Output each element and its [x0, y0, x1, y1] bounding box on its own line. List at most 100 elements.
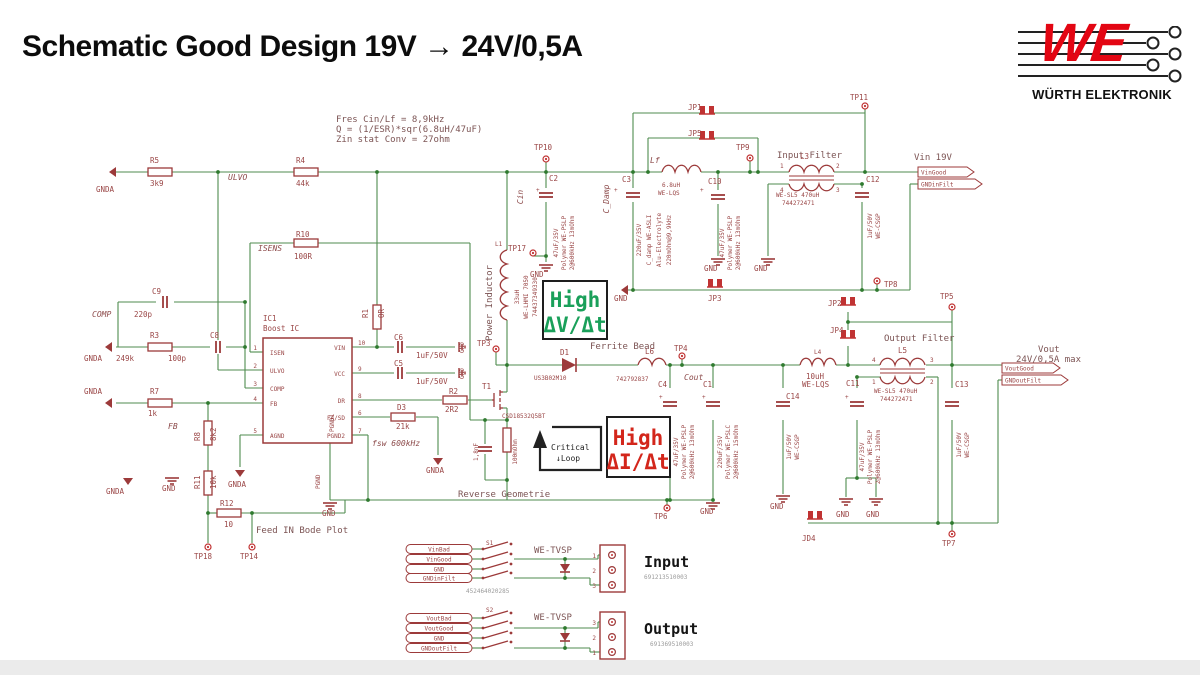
schematic-label: 2@600kHz 13mOhm: [689, 425, 696, 480]
junction: [243, 345, 247, 349]
mask: [395, 366, 405, 380]
schematic-label: R5: [150, 156, 159, 165]
schematic-label: GNDA: [228, 480, 247, 489]
schematic-label: 74437349330: [532, 277, 539, 317]
schematic-label: R8: [193, 431, 202, 441]
jumper-pad: [841, 330, 846, 338]
testpoint-dot: [665, 506, 669, 510]
schematic-label: Polymer WE-PSLP: [561, 216, 568, 271]
junction: [206, 401, 210, 405]
connector-pad-dot: [611, 636, 613, 638]
junction: [563, 626, 567, 630]
schematic-label: Power Inductor: [485, 264, 495, 340]
jumper-pad: [709, 106, 714, 114]
junction: [563, 576, 567, 580]
schematic-label: 1: [780, 163, 784, 170]
wuerth-logo: WE WÜRTH ELEKTRONIK: [1016, 13, 1188, 102]
schematic-label: Output: [644, 620, 698, 638]
schematic-label: COMP: [270, 386, 285, 393]
gnda: [105, 398, 112, 408]
schematic-label: C3: [622, 175, 631, 184]
schematic-label: 3: [592, 583, 596, 590]
schematic-label: WE-LHMI 7050: [523, 275, 530, 319]
testpoint-dot: [875, 279, 879, 283]
junction: [756, 170, 760, 174]
net-flag: [405, 633, 473, 643]
schematic-label: 1k: [148, 409, 158, 418]
schematic-label: 47uF/35V: [859, 442, 866, 471]
schematic-label: C_Damp: [602, 184, 611, 213]
schematic-label: 100R: [294, 252, 313, 261]
detail: [483, 640, 509, 649]
gnda: [105, 342, 112, 352]
contact-dot: [481, 547, 485, 551]
junction: [748, 170, 752, 174]
junction: [855, 375, 859, 379]
schematic-label: 1uF/50V: [416, 351, 448, 360]
schematic-label: 220mOhm@9,9kHz: [666, 214, 673, 265]
net-flag: [405, 554, 473, 564]
schematic-label: 220uF/35V: [717, 435, 724, 468]
net-flag-label: GND: [434, 635, 445, 642]
contact-dot: [481, 616, 485, 620]
schematic-label: VIN: [334, 345, 345, 352]
schematic-label: 1: [592, 553, 596, 560]
schematic-label: C6: [394, 333, 404, 342]
schematic-label: 4: [253, 396, 257, 403]
detail: [483, 620, 509, 629]
net-flag: [1001, 374, 1069, 386]
schematic-label: 10k: [209, 475, 218, 489]
schematic-label: GNDA: [84, 354, 103, 363]
schematic-label: IC1: [263, 314, 277, 323]
schematic-label: 9: [358, 366, 362, 373]
schematic-label: 2: [592, 568, 596, 575]
schematic-label: GND: [866, 510, 880, 519]
gnda: [109, 167, 116, 177]
junction: [668, 498, 672, 502]
mask: [626, 190, 640, 200]
schematic-label: 2@600kHz 13mOhm: [875, 430, 882, 485]
connector-pad-dot: [611, 554, 613, 556]
junction: [563, 557, 567, 561]
schematic-label: 220p: [134, 310, 153, 319]
testpoint-dot: [250, 545, 254, 549]
schematic-label: R3: [150, 331, 159, 340]
junction: [505, 418, 509, 422]
junction: [483, 418, 487, 422]
schematic-label: Vout: [1038, 345, 1060, 355]
schematic-label: +: [536, 187, 540, 194]
schematic-label: TP8: [884, 280, 898, 289]
junction: [875, 288, 879, 292]
schematic-label: L4: [814, 349, 822, 356]
schematic-label: COMP: [92, 310, 111, 319]
schematic-label: Boost IC: [263, 324, 299, 333]
contact-dot: [481, 646, 485, 650]
schematic-label: Reverse Geometrie: [458, 490, 550, 500]
schematic-label: +: [659, 394, 663, 401]
detail: [483, 610, 509, 619]
resistor: [147, 398, 173, 408]
schematic-label: JP5: [688, 129, 702, 138]
schematic-label: Polymer WE-PSLC: [725, 425, 732, 480]
schematic-label: ISENS: [258, 244, 282, 253]
schematic-label: 4: [872, 357, 876, 364]
testpoint-dot: [950, 532, 954, 536]
mask: [776, 399, 790, 409]
schematic-label: FB: [270, 401, 278, 408]
inductor: [799, 357, 837, 368]
contact-dot: [481, 557, 485, 561]
schematic-label: Q = (1/ESR)*sqr(6.8uH/47uF): [336, 125, 482, 135]
schematic-label: GNDA: [96, 185, 115, 194]
connector-pad-dot: [611, 621, 613, 623]
mask: [880, 362, 925, 368]
schematic-label: 47uF/35V: [553, 228, 560, 257]
junction: [631, 170, 635, 174]
net-flag-label: VinBad: [428, 546, 450, 553]
testpoint-dot: [680, 354, 684, 358]
schematic-label: WE-LQS: [658, 190, 680, 197]
inductor: [788, 164, 835, 175]
schematic-label: R12: [220, 499, 234, 508]
schematic-label: GND: [770, 502, 784, 511]
net-flag: [917, 178, 983, 190]
